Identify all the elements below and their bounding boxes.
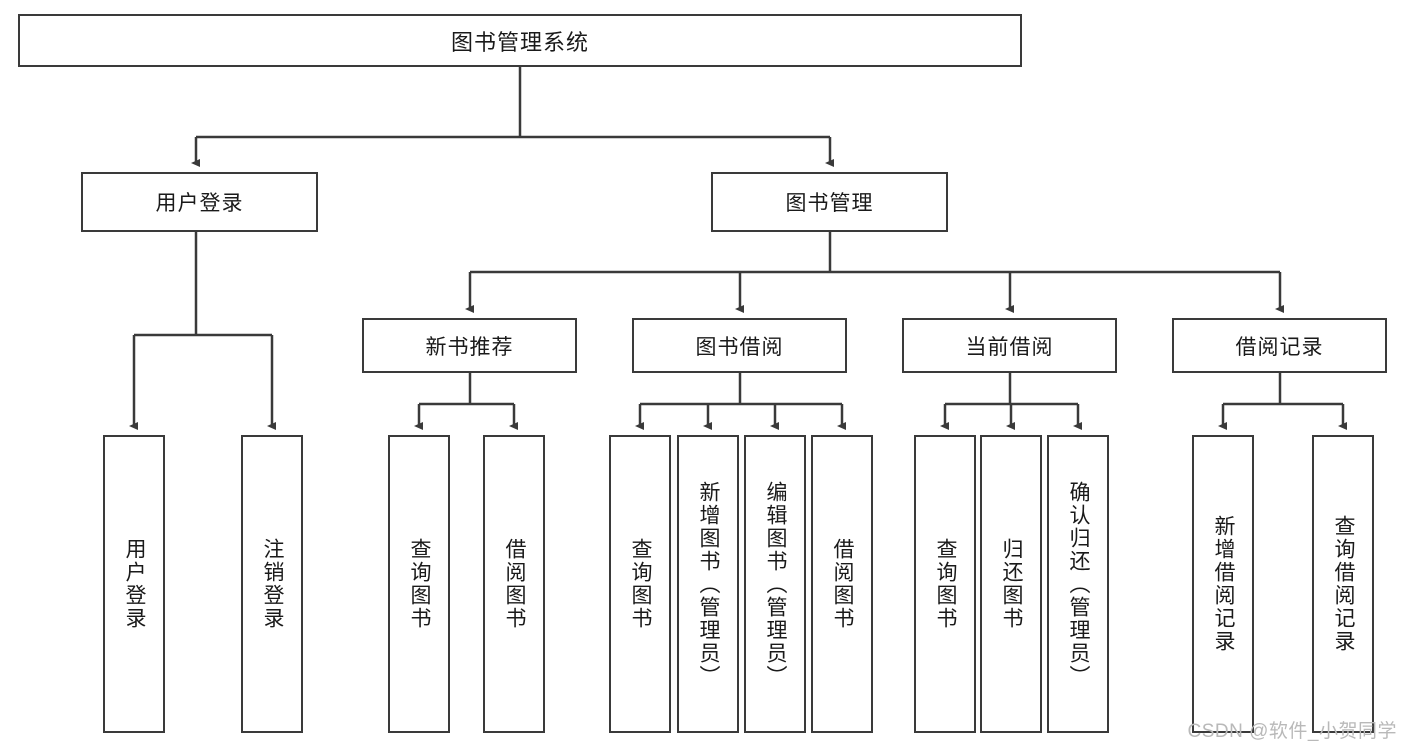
- leaf-user-login-login[interactable]: 用户登录: [103, 435, 165, 733]
- leaf-current-borrow-query[interactable]: 查询图书: [914, 435, 976, 733]
- leaf-book-borrow-add-label: 新增图书（管理员）: [697, 480, 721, 688]
- leaf-current-borrow-confirm-return[interactable]: 确认归还（管理员）: [1047, 435, 1109, 733]
- leaf-user-login-logout-label: 注销登录: [261, 538, 285, 630]
- node-current-borrow[interactable]: 当前借阅: [902, 318, 1117, 373]
- leaf-new-book-borrow-label: 借阅图书: [503, 538, 527, 630]
- leaf-user-login-logout[interactable]: 注销登录: [241, 435, 303, 733]
- node-user-login[interactable]: 用户登录: [81, 172, 318, 232]
- leaf-new-book-query-label: 查询图书: [408, 538, 432, 630]
- leaf-current-borrow-return[interactable]: 归还图书: [980, 435, 1042, 733]
- leaf-records-add-label: 新增借阅记录: [1212, 515, 1236, 653]
- leaf-user-login-login-label: 用户登录: [123, 538, 147, 630]
- node-book-borrow-label: 图书借阅: [695, 335, 784, 359]
- node-borrow-records-label: 借阅记录: [1235, 335, 1324, 359]
- leaf-book-borrow-borrow-label: 借阅图书: [831, 538, 855, 630]
- node-book-management[interactable]: 图书管理: [711, 172, 948, 232]
- node-current-borrow-label: 当前借阅: [965, 335, 1054, 359]
- node-book-management-label: 图书管理: [785, 192, 874, 215]
- leaf-book-borrow-edit-label: 编辑图书（管理员）: [764, 480, 788, 688]
- leaf-book-borrow-query-label: 查询图书: [629, 538, 653, 630]
- leaf-records-query-label: 查询借阅记录: [1332, 515, 1356, 653]
- watermark: CSDN @软件_小贺同学: [1187, 721, 1397, 742]
- leaf-current-borrow-return-label: 归还图书: [1000, 538, 1024, 630]
- leaf-book-borrow-query[interactable]: 查询图书: [609, 435, 671, 733]
- leaf-new-book-query[interactable]: 查询图书: [388, 435, 450, 733]
- leaf-book-borrow-borrow[interactable]: 借阅图书: [811, 435, 873, 733]
- node-root-label: 图书管理系统: [450, 29, 589, 55]
- leaf-current-borrow-query-label: 查询图书: [934, 538, 958, 630]
- leaf-book-borrow-add[interactable]: 新增图书（管理员）: [677, 435, 739, 733]
- node-book-borrow[interactable]: 图书借阅: [632, 318, 847, 373]
- node-root-system[interactable]: 图书管理系统: [18, 14, 1022, 67]
- leaf-records-query[interactable]: 查询借阅记录: [1312, 435, 1374, 733]
- node-new-book-recommend-label: 新书推荐: [425, 335, 514, 359]
- node-new-book-recommend[interactable]: 新书推荐: [362, 318, 577, 373]
- node-user-login-label: 用户登录: [155, 192, 244, 215]
- leaf-records-add[interactable]: 新增借阅记录: [1192, 435, 1254, 733]
- node-borrow-records[interactable]: 借阅记录: [1172, 318, 1387, 373]
- leaf-new-book-borrow[interactable]: 借阅图书: [483, 435, 545, 733]
- leaf-book-borrow-edit[interactable]: 编辑图书（管理员）: [744, 435, 806, 733]
- leaf-current-borrow-confirm-return-label: 确认归还（管理员）: [1067, 480, 1091, 688]
